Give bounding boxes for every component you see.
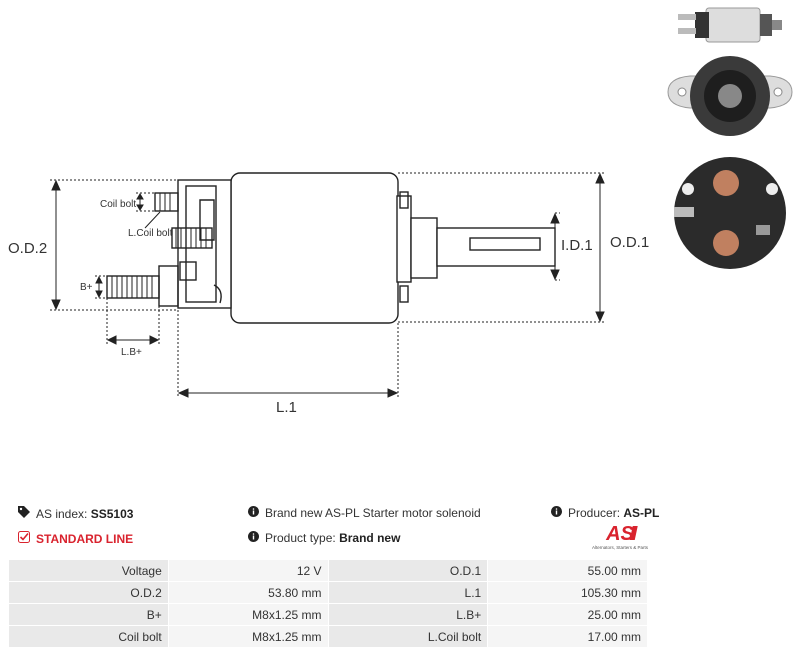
- spec-name-cell: O.D.2: [8, 581, 169, 604]
- producer-row: Producer: AS-PL: [551, 506, 659, 520]
- spec-value-cell: 12 V: [167, 559, 329, 582]
- spec-name-cell: B+: [8, 603, 169, 626]
- as-index-value: SS5103: [90, 506, 134, 521]
- logo-tagline: Alternators, Starters & Parts: [592, 545, 649, 550]
- producer-value: AS-PL: [623, 506, 660, 520]
- product-photo-rear: [660, 155, 800, 275]
- info-icon: [248, 531, 259, 545]
- label-l-coil-bolt: L.Coil bolt: [128, 228, 173, 239]
- spec-name-cell: L.1: [327, 581, 489, 604]
- standard-line-row: STANDARD LINE: [18, 531, 133, 546]
- label-od2: O.D.2: [8, 240, 47, 257]
- spec-name-cell: L.B+: [327, 603, 489, 626]
- logo-text: AS: [605, 523, 634, 545]
- as-index-row: AS index: SS5103: [18, 506, 133, 521]
- label-id1: I.D.1: [561, 237, 593, 254]
- spec-name-cell: L.Coil bolt: [327, 625, 489, 648]
- spec-name-cell: Voltage: [8, 559, 169, 582]
- as-index-label: AS index:: [36, 506, 88, 521]
- solenoid-technical-drawing: O.D.2 O.D.1 I.D.1 L.1 Coil bolt L.Coil b…: [8, 172, 649, 416]
- product-type-value: Brand new: [339, 531, 401, 545]
- spec-value-cell: 53.80 mm: [167, 581, 329, 604]
- info-icon: [248, 506, 259, 520]
- product-description: Brand new AS-PL Starter motor solenoid: [265, 506, 481, 520]
- spec-value-cell: 17.00 mm: [487, 625, 648, 648]
- label-b-plus: B+: [80, 282, 93, 293]
- spec-value-cell: 55.00 mm: [487, 559, 648, 582]
- checkbox-icon: [18, 531, 30, 546]
- tag-icon: [18, 506, 30, 521]
- standard-line-label: STANDARD LINE: [36, 531, 134, 546]
- product-type-label: Product type:: [265, 531, 336, 545]
- spec-value-cell: 25.00 mm: [487, 603, 648, 626]
- product-photo-side: [660, 0, 800, 50]
- description-row: Brand new AS-PL Starter motor solenoid: [248, 506, 481, 520]
- spec-value-cell: M8x1.25 mm: [167, 603, 329, 626]
- producer-label: Producer:: [568, 506, 621, 520]
- label-l-b-plus: L.B+: [121, 347, 142, 358]
- label-od1: O.D.1: [610, 234, 649, 251]
- spec-value-cell: 105.30 mm: [487, 581, 648, 604]
- label-coil-bolt: Coil bolt: [100, 199, 136, 210]
- spec-name-cell: Coil bolt: [8, 625, 169, 648]
- product-photo-front: [660, 50, 800, 150]
- label-l1: L.1: [276, 399, 297, 416]
- as-pl-logo: AS Alternators, Starters & Parts: [592, 523, 649, 550]
- spec-value-cell: M8x1.25 mm: [167, 625, 329, 648]
- spec-name-cell: O.D.1: [327, 559, 489, 582]
- product-type-row: Product type: Brand new: [248, 531, 400, 545]
- info-icon: [551, 506, 562, 520]
